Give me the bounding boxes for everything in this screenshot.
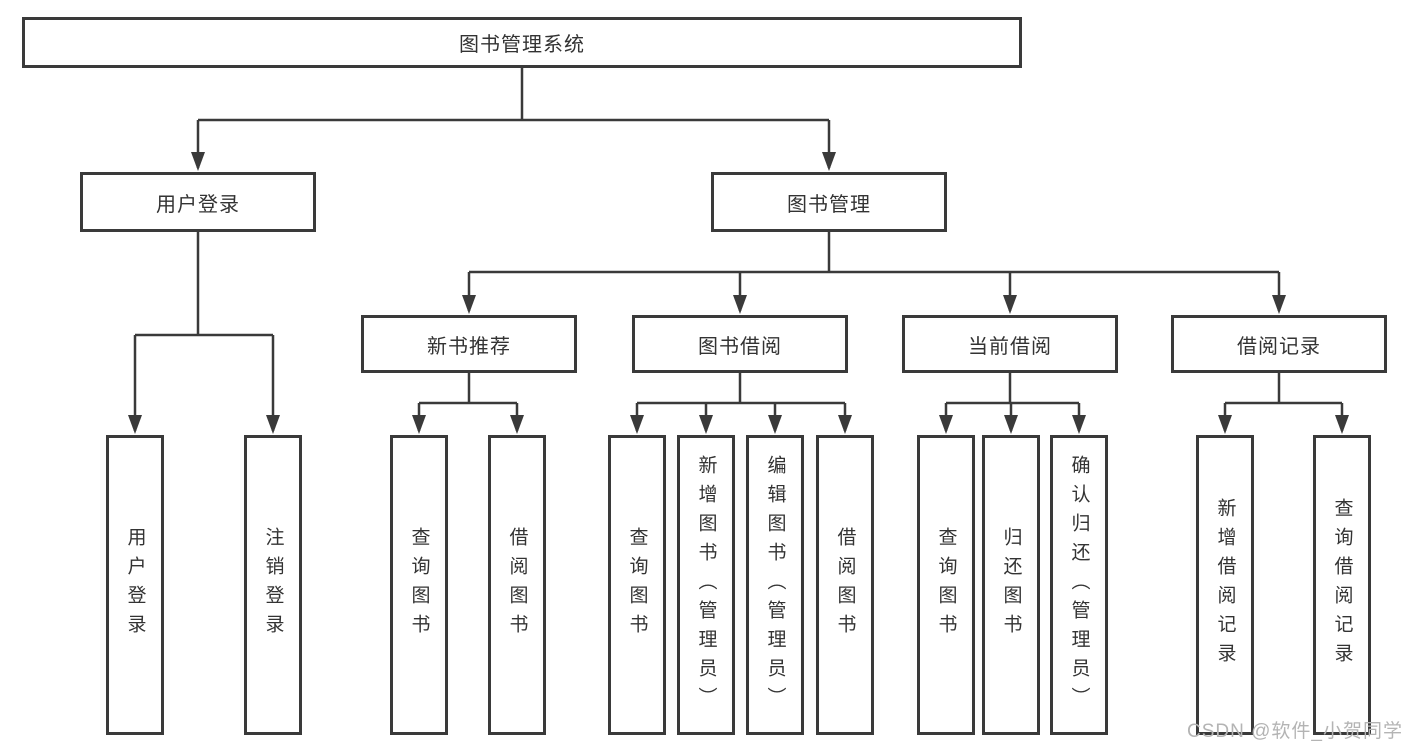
leaf-user-login: 用户登录 — [106, 435, 164, 735]
leaf-borrow-book-1: 借阅图书 — [488, 435, 546, 735]
leaf-query-borrow-record: 查询借阅记录 — [1313, 435, 1371, 735]
node-new-book-recommend: 新书推荐 — [361, 315, 577, 373]
leaf-query-book-3: 查询图书 — [917, 435, 975, 735]
leaf-add-borrow-record: 新增借阅记录 — [1196, 435, 1254, 735]
csdn-watermark: CSDN @软件_小贺同学 — [1187, 721, 1403, 742]
leaf-logout: 注销登录 — [244, 435, 302, 735]
leaf-confirm-return-admin: 确认归还（管理员） — [1050, 435, 1108, 735]
leaf-borrow-book-2: 借阅图书 — [816, 435, 874, 735]
leaf-add-book-admin: 新增图书（管理员） — [677, 435, 735, 735]
leaf-query-book-1: 查询图书 — [390, 435, 448, 735]
leaf-query-book-2: 查询图书 — [608, 435, 666, 735]
leaf-return-book: 归还图书 — [982, 435, 1040, 735]
node-current-borrow: 当前借阅 — [902, 315, 1118, 373]
node-library-management-system: 图书管理系统 — [22, 17, 1022, 68]
node-book-borrow: 图书借阅 — [632, 315, 848, 373]
node-borrow-records: 借阅记录 — [1171, 315, 1387, 373]
node-book-management: 图书管理 — [711, 172, 947, 232]
leaf-edit-book-admin: 编辑图书（管理员） — [746, 435, 804, 735]
node-user-login: 用户登录 — [80, 172, 316, 232]
